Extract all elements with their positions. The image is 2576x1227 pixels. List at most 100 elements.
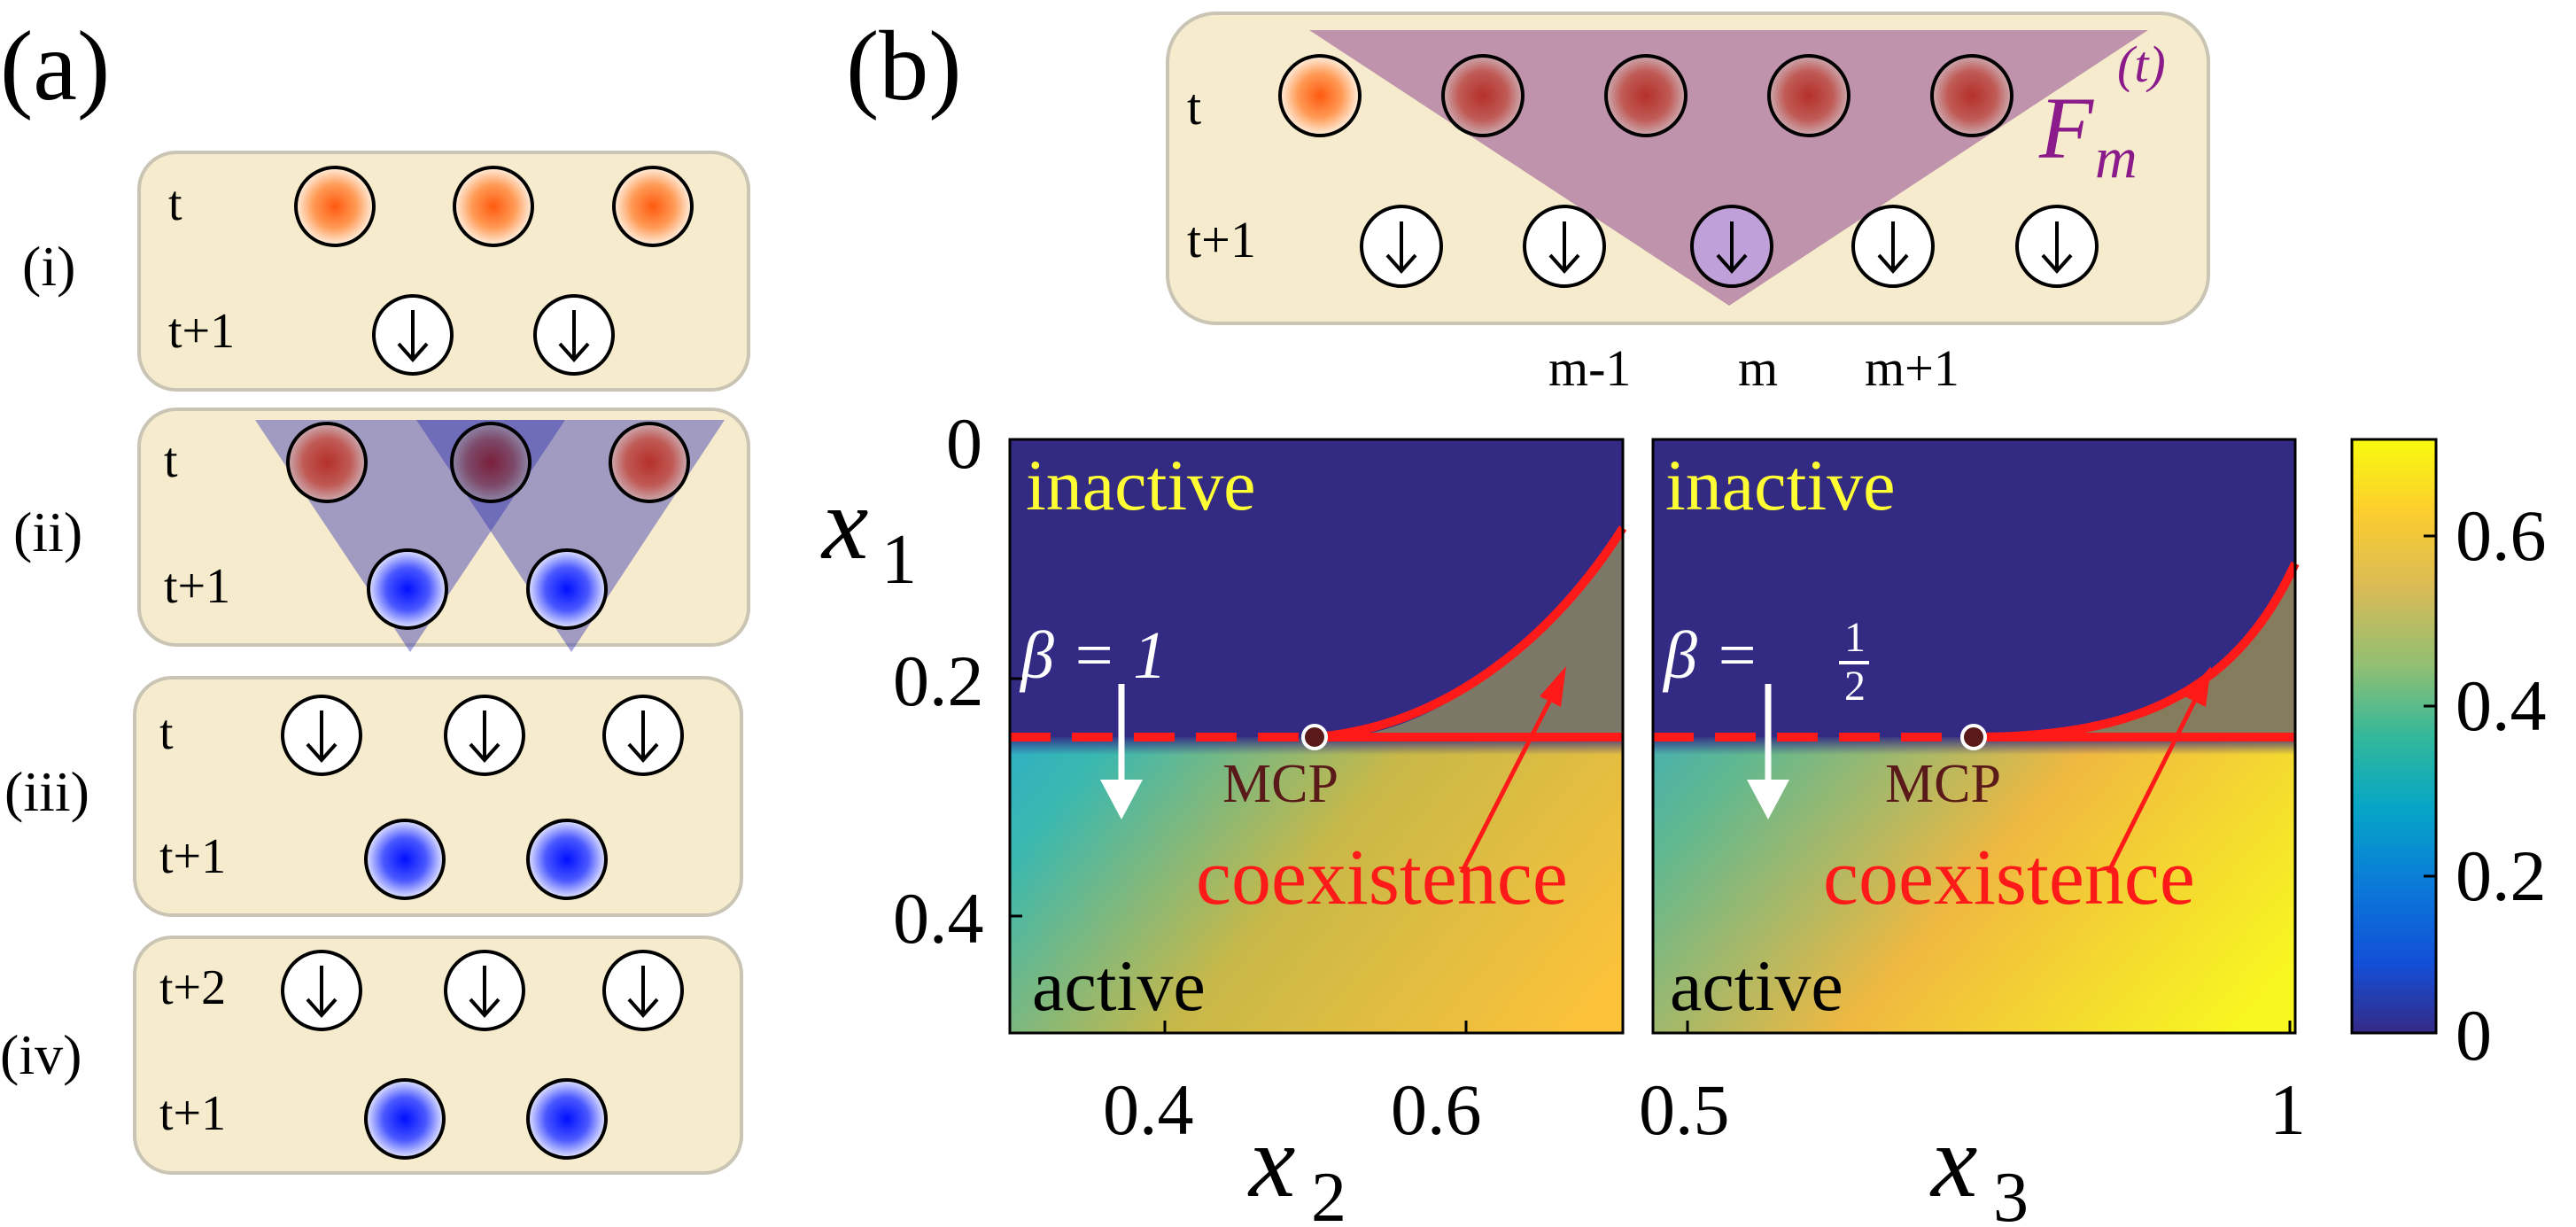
function-sup: (t)	[2117, 35, 2166, 93]
y-tick-label: 0	[946, 403, 982, 484]
active-site-blue	[364, 1078, 446, 1160]
multicritical-point	[1301, 724, 1328, 750]
y-tick-label: 0.4	[893, 878, 984, 959]
row-i: (i) t t+1	[22, 151, 750, 392]
excited-site-brown	[1441, 54, 1525, 137]
down-arrow-icon	[602, 695, 684, 776]
row-iv-label: (iv)	[0, 1023, 81, 1086]
active-site-blue	[364, 819, 446, 900]
colorbar-tick-label: 0	[2456, 995, 2492, 1076]
panel-b-label: (b)	[846, 12, 962, 121]
down-arrow-icon	[1360, 205, 1443, 288]
excited-site-brown	[286, 422, 368, 503]
site-label-m-minus-1: m-1	[1548, 339, 1631, 397]
site-label-m-plus-1: m+1	[1865, 339, 1959, 397]
active-site-blue	[367, 548, 448, 630]
excited-site-orange	[1278, 54, 1362, 137]
row-iii-bottom-time: t+1	[159, 829, 226, 884]
row-i-label: (i)	[22, 235, 75, 298]
y-tick-label: 0.2	[893, 641, 984, 721]
schematic-top-time: t	[1187, 78, 1201, 136]
y-axis-label-main: x	[820, 465, 868, 581]
active-label: active	[1032, 945, 1206, 1026]
colorbar-tick-label: 0.6	[2456, 495, 2547, 576]
spinodal-curve	[1314, 525, 1627, 742]
coexistence-arrow-shaft	[2106, 698, 2198, 874]
plot-frame	[1008, 438, 1625, 1035]
heatmap-left: inactive β = 1 MCP coexistence active 0.…	[1008, 438, 1627, 1227]
active-label: active	[1670, 945, 1843, 1026]
down-arrow-icon	[2015, 205, 2099, 288]
excited-site-orange	[294, 166, 376, 247]
down-arrow-icon	[1523, 205, 1606, 288]
x-axis-label: x 2	[1247, 1103, 1346, 1227]
coexistence-arrow-head	[1540, 666, 1566, 707]
excited-site-brown	[609, 422, 690, 503]
coexistence-label: coexistence	[1823, 834, 2195, 921]
row-ii-bottom-time: t+1	[164, 559, 230, 614]
row-iii-top-time: t	[159, 705, 174, 760]
x-tick-label: 0.6	[1391, 1069, 1482, 1150]
row-iv: (iv) t+2 t+1	[0, 936, 743, 1175]
down-arrow-icon	[444, 695, 525, 776]
row-ii: (ii) t t+1	[13, 408, 750, 652]
multicritical-point	[1960, 724, 1987, 750]
heatmap-right: inactive β = 1 2 MCP coexistence active …	[1639, 438, 2306, 1227]
colorbar-tick-label: 0.4	[2456, 665, 2547, 746]
down-arrow-icon	[602, 950, 684, 1031]
beta-arrow-head	[1747, 780, 1789, 819]
mcp-label: MCP	[1222, 754, 1338, 814]
spinodal-curve	[1973, 561, 2300, 742]
x-axis-label-main: x	[1247, 1103, 1295, 1219]
colorbar-tick-label: 0.2	[2456, 835, 2547, 916]
down-arrow-icon	[533, 294, 615, 376]
row-iv-top-time: t+2	[159, 960, 226, 1015]
row-iv-bottom-time: t+1	[159, 1086, 226, 1141]
function-main: F	[2038, 79, 2094, 177]
coexistence-region	[1974, 563, 2295, 737]
active-site-blue	[526, 548, 608, 630]
coexistence-arrow-shaft	[1459, 698, 1553, 874]
down-arrow-icon	[372, 294, 454, 376]
function-label: F m (t)	[2038, 35, 2166, 190]
inactive-label: inactive	[1665, 445, 1896, 525]
y-axis-label-sub: 1	[881, 521, 917, 599]
row-i-top-time: t	[168, 176, 182, 231]
down-arrow-icon	[281, 950, 362, 1031]
schematic-bottom-time: t+1	[1187, 211, 1256, 268]
function-sub: m	[2095, 126, 2138, 190]
excited-site-brown	[450, 422, 531, 503]
x-axis-label-sub: 3	[1993, 1159, 2029, 1227]
panel-b-schematic: t t+1 F m (t)	[1166, 12, 2210, 325]
excited-site-brown	[1767, 54, 1851, 137]
x-tick-label: 0.5	[1639, 1069, 1730, 1150]
x-axis-label-main: x	[1929, 1103, 1977, 1219]
excited-site-brown	[1930, 54, 2013, 137]
beta-arrow-head	[1100, 780, 1143, 819]
y-axis-label: x 1	[820, 465, 917, 599]
mcp-label: MCP	[1885, 754, 2001, 814]
coexistence-label: coexistence	[1196, 834, 1568, 921]
row-ii-label: (ii)	[13, 501, 82, 563]
x-tick-label: 0.4	[1103, 1069, 1194, 1150]
row-iii-label: (iii)	[4, 760, 89, 823]
colorbar-gradient	[2350, 438, 2438, 1035]
excited-site-orange	[453, 166, 534, 247]
down-arrow-icon	[1851, 205, 1935, 288]
down-arrow-icon	[444, 950, 525, 1031]
coexistence-arrow-head	[2184, 666, 2211, 707]
x-tick-label: 1	[2270, 1069, 2306, 1150]
colorbar: 0.6 0.4 0.2 0	[2350, 438, 2547, 1076]
down-arrow-icon	[1690, 205, 1773, 288]
inactive-label: inactive	[1026, 445, 1256, 525]
row-ii-top-time: t	[164, 433, 178, 488]
excited-site-orange	[612, 166, 694, 247]
row-i-bottom-time: t+1	[168, 304, 235, 359]
beta-label: β = 1	[1019, 618, 1167, 693]
beta-denominator: 2	[1844, 663, 1866, 710]
down-arrow-icon	[281, 695, 362, 776]
x-axis-label: x 3	[1929, 1103, 2029, 1227]
beta-label: β =	[1662, 618, 1759, 693]
beta-numerator: 1	[1844, 614, 1866, 661]
